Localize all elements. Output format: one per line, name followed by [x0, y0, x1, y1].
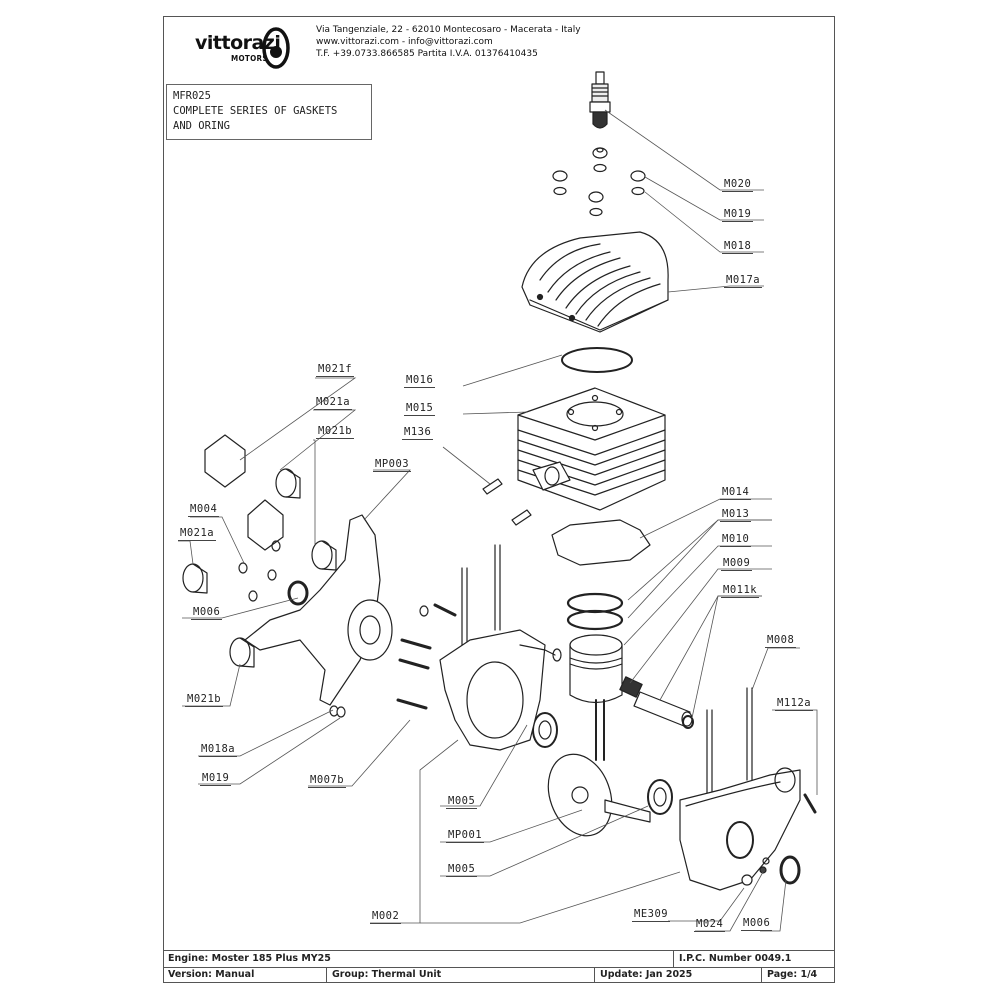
vittorazi-logo: vittorazi MOTORS [195, 26, 295, 69]
mount-bolts-seal [238, 540, 429, 718]
callout-M021a-left[interactable]: M021a [178, 527, 217, 541]
connecting-rod-part [595, 699, 605, 761]
ipc-number-field: I.P.C. Number 0049.1 [673, 951, 835, 967]
cylinder-head-part [521, 231, 669, 333]
callout-M016[interactable]: M016 [404, 374, 436, 388]
company-address: Via Tangenziale, 22 - 62010 Montecosaro … [316, 24, 581, 60]
callout-M019-top[interactable]: M019 [722, 208, 754, 222]
wrist-pin-part [619, 676, 694, 729]
callout-M002[interactable]: M002 [370, 910, 402, 924]
kit-description-1: COMPLETE SERIES OF GASKETS [173, 105, 338, 117]
kit-code: MFR025 [173, 90, 211, 102]
callout-MP001[interactable]: MP001 [446, 829, 485, 843]
callout-M005-top[interactable]: M005 [446, 795, 478, 809]
brand-sub: MOTORS [231, 54, 268, 63]
callout-M008[interactable]: M008 [765, 634, 797, 648]
callout-M021b-bottom[interactable]: M021b [185, 693, 224, 707]
rubber-mounts [182, 434, 337, 668]
callout-M006-left[interactable]: M006 [191, 606, 223, 620]
spark-plug-part [589, 71, 611, 129]
callout-M018a[interactable]: M018a [199, 743, 238, 757]
website-email-line: www.vittorazi.com - info@vittorazi.com [316, 37, 493, 47]
kit-description-2: AND ORING [173, 120, 230, 132]
callout-M010[interactable]: M010 [720, 533, 752, 547]
update-field: Update: Jan 2025 [594, 967, 761, 983]
version-field: Version: Manual [168, 969, 255, 980]
piston-ring-1 [566, 592, 624, 614]
title-block: Engine: Moster 185 Plus MY25 I.P.C. Numb… [163, 950, 835, 983]
page-frame [163, 16, 835, 983]
brand-name: vittorazi [195, 32, 281, 54]
page-field: Page: 1/4 [761, 967, 835, 983]
head-oring-part [561, 347, 633, 373]
callout-M112a[interactable]: M112a [775, 697, 814, 711]
main-bearing-left [532, 712, 558, 748]
logo-mark-icon [262, 27, 290, 69]
callout-M011k[interactable]: M011k [721, 584, 760, 598]
crankshaft-part [547, 753, 651, 837]
right-small-parts [741, 793, 817, 886]
callout-M005-bottom[interactable]: M005 [446, 863, 478, 877]
callout-M024[interactable]: M024 [694, 918, 726, 932]
callout-M007b[interactable]: M007b [308, 774, 347, 788]
callout-M021b-top[interactable]: M021b [316, 425, 355, 439]
callout-M014[interactable]: M014 [720, 486, 752, 500]
callout-M019-bottom[interactable]: M019 [200, 772, 232, 786]
title-block-row-2: Version: Manual Group: Thermal Unit Upda… [163, 967, 835, 983]
callout-M017a[interactable]: M017a [724, 274, 763, 288]
crankcase-bolts [396, 603, 457, 710]
main-bearing-right [647, 779, 673, 815]
callout-M021f[interactable]: M021f [316, 363, 355, 377]
callout-M021a-top[interactable]: M021a [314, 396, 353, 410]
callout-M009[interactable]: M009 [721, 557, 753, 571]
motor-mount-part [244, 514, 393, 706]
gasket-kit-box: MFR025 COMPLETE SERIES OF GASKETS AND OR… [166, 84, 372, 140]
left-crankcase-part [439, 544, 562, 751]
group-field: Group: Thermal Unit [326, 967, 594, 983]
callout-M006-right[interactable]: M006 [741, 917, 773, 931]
piston-ring-2 [566, 609, 624, 631]
piston-part [569, 634, 623, 704]
title-block-row-1: Engine: Moster 185 Plus MY25 I.P.C. Numb… [163, 951, 835, 968]
callout-M015[interactable]: M015 [404, 402, 436, 416]
head-nuts-washers [552, 147, 646, 217]
callout-M136[interactable]: M136 [402, 426, 434, 440]
callout-ME309[interactable]: ME309 [632, 908, 671, 922]
address-line: Via Tangenziale, 22 - 62010 Montecosaro … [316, 25, 581, 35]
base-gasket-part [551, 519, 651, 566]
engine-field: Engine: Moster 185 Plus MY25 [168, 953, 331, 964]
dowel-pins-part [482, 478, 532, 526]
callout-M018[interactable]: M018 [722, 240, 754, 254]
callout-M004[interactable]: M004 [188, 503, 220, 517]
cylinder-part [517, 387, 666, 511]
callout-M013[interactable]: M013 [720, 508, 752, 522]
right-crankcase-part [679, 687, 801, 891]
callout-MP003[interactable]: MP003 [373, 458, 412, 472]
phone-vat-line: T.F. +39.0733.866585 Partita I.V.A. 0137… [316, 49, 538, 59]
callout-M020[interactable]: M020 [722, 178, 754, 192]
